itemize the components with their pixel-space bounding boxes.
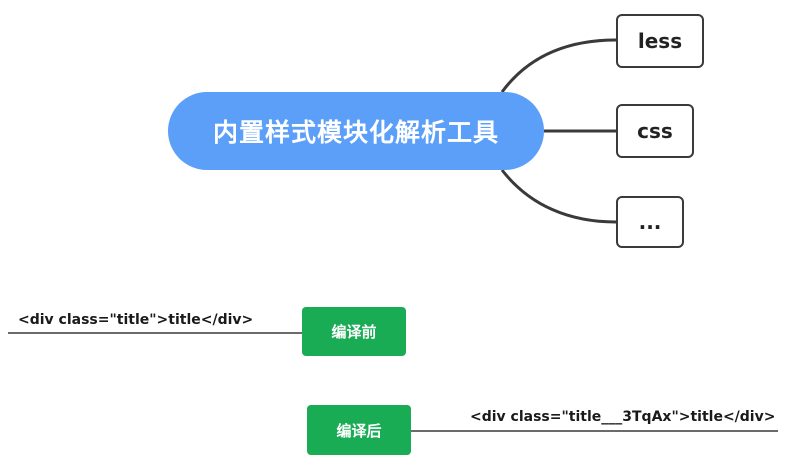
- compile-before-tag[interactable]: 编译前: [302, 307, 406, 356]
- connector-to-less: [500, 38, 617, 93]
- connector-to-more: [500, 169, 617, 224]
- child-node-less[interactable]: less: [616, 14, 704, 68]
- child-node-css[interactable]: css: [616, 104, 694, 158]
- compile-after-tag[interactable]: 编译后: [307, 405, 411, 455]
- code-before-label: <div class="title">title</div>: [18, 312, 254, 328]
- code-after-label: <div class="title___3TqAx">title</div>: [470, 409, 776, 425]
- child-node-more[interactable]: ...: [616, 196, 684, 248]
- root-node[interactable]: 内置样式模块化解析工具: [168, 92, 544, 170]
